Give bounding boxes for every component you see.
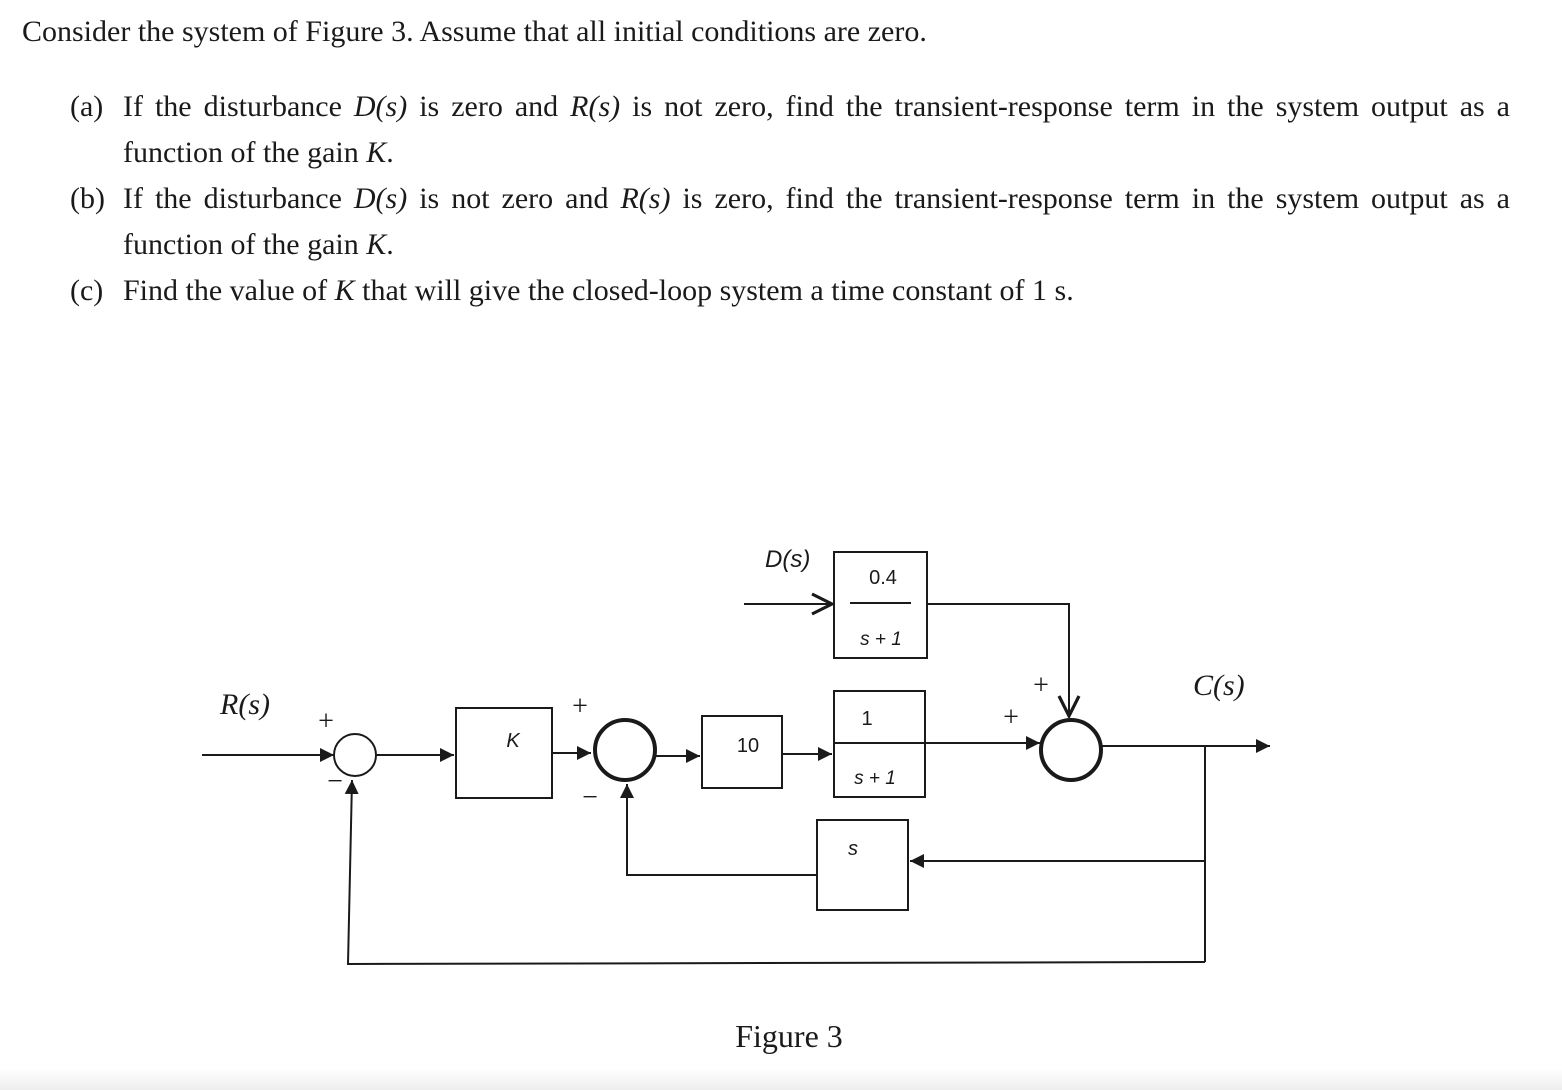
part-b-label: (b) [70, 182, 105, 215]
block-10-label: 10 [737, 735, 759, 757]
dist-numerator: 0.4 [869, 567, 897, 589]
block-10 [701, 715, 783, 789]
text-run: is zero and [407, 90, 571, 123]
text-run: If the disturbance [123, 90, 354, 123]
part-b: (b) If the disturbance D(s) is not zero … [70, 176, 1510, 268]
text-run: is zero, find the transient-response ter… [123, 182, 1510, 261]
wire-s-to-sum2 [620, 784, 817, 876]
block-k [455, 707, 553, 799]
summing-junction-2 [593, 718, 657, 782]
text-run: that will give the closed-loop system a … [354, 274, 1074, 307]
sum3-plus-left: + [1003, 702, 1019, 733]
bottom-shade [0, 1068, 1562, 1090]
figure-caption: Figure 3 [735, 1018, 843, 1054]
math-symbol: R(s) [620, 182, 671, 215]
text-run: Find the value of [123, 274, 335, 307]
part-b-text: If the disturbance D(s) is not zero and … [123, 176, 1510, 268]
math-symbol: D(s) [353, 182, 408, 215]
block-s-label: s [848, 838, 858, 860]
problem-intro: Consider the system of Figure 3. Assume … [22, 15, 927, 48]
part-c-text: Find the value of K that will give the c… [123, 268, 1510, 314]
wire-outer-feedback [344, 779, 1206, 966]
sum3-plus-top: + [1033, 670, 1049, 701]
math-symbol: K [366, 136, 387, 169]
sum1-minus-sign: − [327, 766, 343, 797]
plant-denominator: s + 1 [854, 768, 896, 789]
part-c: (c) Find the value of K that will give t… [70, 268, 1510, 314]
math-symbol: R(s) [570, 90, 621, 123]
text-run: If the disturbance [123, 182, 354, 215]
math-symbol: K [366, 228, 387, 261]
text-run: . [386, 136, 394, 169]
part-c-label: (c) [70, 274, 104, 307]
math-symbol: D(s) [353, 90, 408, 123]
output-label: C(s) [1193, 669, 1245, 702]
summing-junction-3 [1039, 718, 1103, 782]
problem-parts: (a) If the disturbance D(s) is zero and … [70, 84, 1510, 314]
block-s [816, 819, 909, 911]
input-label: R(s) [219, 688, 270, 721]
text-run: is not zero, find the transient-response… [123, 90, 1510, 169]
part-a-label: (a) [70, 90, 104, 123]
plant-numerator: 1 [861, 708, 872, 730]
disturbance-label: D(s) [765, 546, 810, 573]
block-k-label: K [506, 730, 521, 752]
sum2-plus-sign: + [572, 691, 588, 722]
sum1-plus-sign: + [318, 706, 334, 737]
text-run: . [386, 228, 394, 261]
text-run: is not zero and [407, 182, 621, 215]
math-symbol: K [334, 274, 355, 307]
dist-denominator: s + 1 [860, 629, 902, 650]
wire-dist-to-sum3 [927, 603, 1069, 716]
part-a-text: If the disturbance D(s) is zero and R(s)… [123, 84, 1510, 176]
sum2-minus-sign: − [582, 782, 598, 813]
part-a: (a) If the disturbance D(s) is zero and … [70, 84, 1510, 176]
